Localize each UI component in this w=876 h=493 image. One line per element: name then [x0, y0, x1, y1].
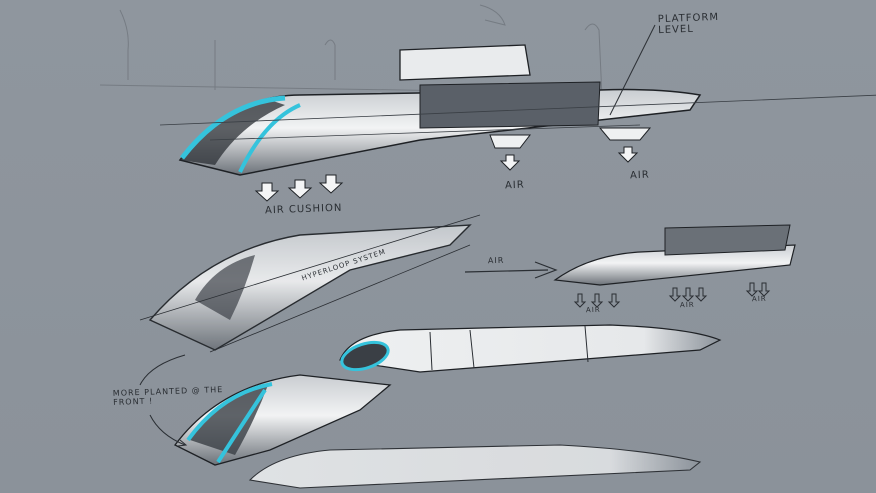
bottom-side-pod-sketch	[248, 444, 702, 489]
small-pod-system-sketch	[464, 224, 796, 308]
hyperloop-system-sketch	[139, 214, 481, 353]
platform-leader-line	[609, 24, 656, 116]
air-small-label-3: AIR	[751, 294, 767, 304]
air-label-1: AIR	[504, 179, 525, 192]
long-pod-sketch	[339, 324, 722, 373]
platform-level-label: PLATFORM LEVEL	[657, 11, 720, 37]
air-label-2: AIR	[629, 169, 650, 182]
air-arrows-top	[254, 146, 639, 202]
air-small-label-1: AIR	[585, 305, 601, 315]
main-pod-sketch	[159, 44, 876, 176]
front-closeup-pod-sketch	[149, 374, 392, 466]
air-small-label-2: AIR	[679, 300, 695, 310]
air-flow-label: AIR	[487, 255, 505, 266]
annotation-arrow	[139, 354, 186, 386]
